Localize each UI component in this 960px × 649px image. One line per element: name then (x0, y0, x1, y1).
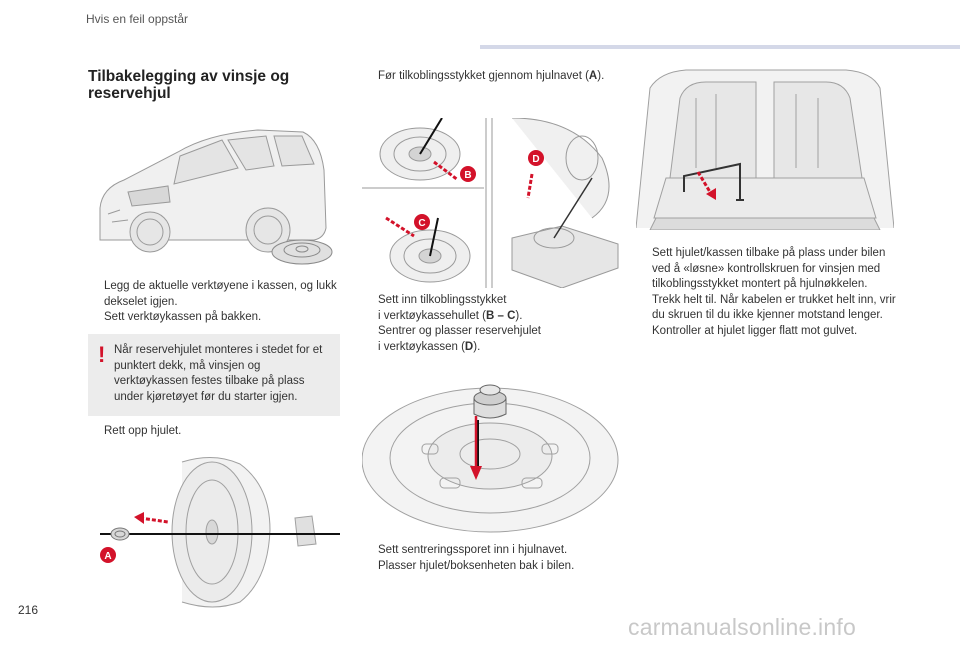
bullet-marker (362, 324, 378, 355)
list-item: Sett verktøykassen på bakken. (88, 310, 340, 326)
label-a: A (104, 551, 111, 562)
bullet-marker (362, 293, 378, 324)
instruction-text: Plasser hjulet/boksenheten bak i bilen. (378, 559, 575, 572)
label-marker-a (100, 547, 116, 563)
page-title: Tilbakelegging av vinsje og reservehjul (88, 68, 290, 102)
list-item: Sentrer og plasser reservehjulet i verktø… (362, 324, 622, 355)
bullet-marker (362, 69, 378, 85)
instruction-text: Sett hjulet/kassen tilbake på plass unde… (652, 247, 886, 290)
page-number: 216 (18, 603, 39, 617)
label-d: D (532, 154, 539, 165)
warning-icon: ! (98, 342, 106, 367)
instruction-text: Sett verktøykassen på bakken. (104, 311, 262, 323)
instruction-text: Sett inn tilkoblingsstykket (378, 294, 507, 306)
label-c: C (418, 218, 425, 229)
wheel-centering-illustration (362, 384, 619, 533)
header-bar (480, 45, 960, 49)
list-item: Legg de aktuelle verktøyene i kassen, og… (88, 279, 340, 310)
car-spare-wheel-illustration (99, 129, 333, 265)
connector-insertion-illustration: B C D (362, 118, 619, 288)
instruction-text: Sett sentreringssporet inn i hjulnavet. (378, 544, 568, 556)
instruction-text: i verktøykassehullet ( (378, 309, 487, 322)
bullet-marker (88, 424, 104, 440)
section-header: Hvis en feil oppstår (86, 12, 189, 26)
bullet-marker (362, 559, 378, 575)
wheel-hub-illustration: A (100, 457, 340, 608)
instruction-text: Før tilkoblingsstykket gjennom hjulnavet… (378, 70, 589, 82)
label-ref: A (588, 70, 598, 82)
list-item: Kontroller at hjulet ligger flatt mot gu… (636, 324, 898, 340)
bullet-marker (362, 543, 378, 559)
instruction-text: Kontroller at hjulet ligger flatt mot gu… (652, 324, 858, 337)
label-ref: D (464, 340, 474, 353)
bullet-marker (88, 279, 104, 310)
warning-box: ! Når reservehjulet monteres i stedet fo… (88, 334, 340, 416)
warning-text: Når reservehjulet monteres i stedet for … (114, 344, 323, 403)
list-item: Rett opp hjulet. (88, 424, 340, 440)
instruction-text: ). (515, 309, 523, 322)
bullet-marker (636, 246, 652, 293)
instruction-text: Sentrer og plasser reservehjulet (378, 325, 541, 337)
instruction-text: i verktøykassen ( (378, 340, 465, 353)
instruction-text: ). (597, 70, 605, 82)
bullet-marker (636, 293, 652, 324)
instruction-text: Rett opp hjulet. (104, 425, 182, 437)
list-item: Sett sentreringssporet inn i hjulnavet. (362, 543, 622, 559)
list-item: Sett hjulet/kassen tilbake på plass unde… (636, 246, 898, 293)
watermark: carmanualsonline.info (628, 614, 856, 640)
list-item: Trekk helt til. Når kabelen er trukket h… (636, 293, 898, 324)
instruction-text: Legg de aktuelle verktøyene i kassen, og… (104, 280, 337, 308)
bullet-marker (636, 324, 652, 340)
label-b: B (464, 170, 471, 181)
instruction-text: ). (473, 340, 481, 353)
label-ref: B – C (486, 309, 516, 322)
bullet-marker (88, 310, 104, 326)
trunk-winch-illustration (636, 69, 894, 230)
instruction-text: Trekk helt til. Når kabelen er trukket h… (652, 293, 896, 322)
list-item: Før tilkoblingsstykket gjennom hjulnavet… (362, 69, 622, 85)
list-item: Plasser hjulet/boksenheten bak i bilen. (362, 559, 622, 575)
list-item: Sett inn tilkoblingsstykket i verktøykass… (362, 293, 622, 324)
